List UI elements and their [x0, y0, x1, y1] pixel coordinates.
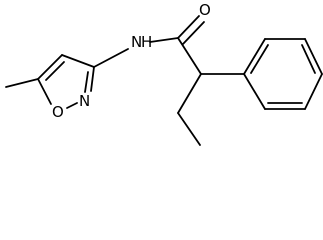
atom-label-carbonyl-o: O: [199, 1, 211, 19]
bond-ring-o-c5: [37, 78, 52, 105]
bond-ring-c5-c4-inner: [45, 61, 65, 81]
structure-drawing: N H O N O: [5, 1, 323, 146]
bond-ring-to-amide-n: [93, 48, 129, 68]
atom-label-amide-n: N: [131, 33, 142, 51]
bond-carbonyl-double-b: [182, 21, 205, 45]
bond-ring-c3-n: [90, 66, 95, 92]
bond-ring-c3-n-inner: [84, 71, 89, 93]
bond-ph-inner-1: [250, 44, 269, 74]
bond-ph-3: [304, 38, 323, 75]
bond-ring-c5-c4: [37, 54, 63, 80]
atom-label-amide-h: H: [141, 33, 152, 51]
atom-label-ring-o: O: [52, 103, 64, 121]
bond-ch2-ch3: [177, 112, 201, 146]
bond-ring-n-o: [66, 102, 78, 109]
bond-amide-n-carbonyl: [149, 37, 179, 43]
molecule-diagram: N H O N O: [5, 1, 323, 146]
bond-ph-4: [304, 73, 323, 110]
bond-methyl: [5, 78, 39, 88]
bond-ring-c4-c3: [61, 54, 95, 68]
atom-label-ring-n: N: [79, 92, 90, 110]
bond-carbonyl-alpha: [177, 37, 202, 75]
bond-alpha-ch2: [177, 73, 202, 114]
bond-ph-1: [243, 38, 266, 75]
bond-ph-inner-2: [301, 44, 316, 74]
bond-carbonyl-double-a: [177, 15, 200, 39]
bond-ph-6: [243, 73, 266, 110]
